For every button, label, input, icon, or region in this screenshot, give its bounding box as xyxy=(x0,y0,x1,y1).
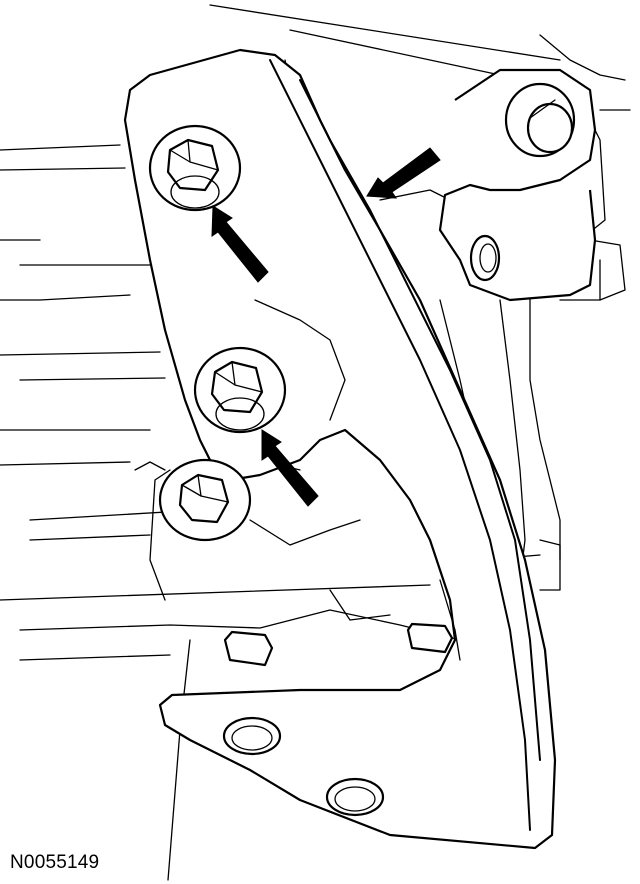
arrow-icon xyxy=(211,205,269,283)
bottom-bolt xyxy=(158,458,252,542)
lower-nuts xyxy=(223,622,454,667)
figure-reference-code: N0055149 xyxy=(10,852,100,873)
mount-boss xyxy=(438,68,597,302)
upper-bolt xyxy=(148,124,242,212)
arrow-icon xyxy=(366,147,441,199)
arrow-icon xyxy=(261,429,319,507)
lower-bolt xyxy=(193,346,287,434)
